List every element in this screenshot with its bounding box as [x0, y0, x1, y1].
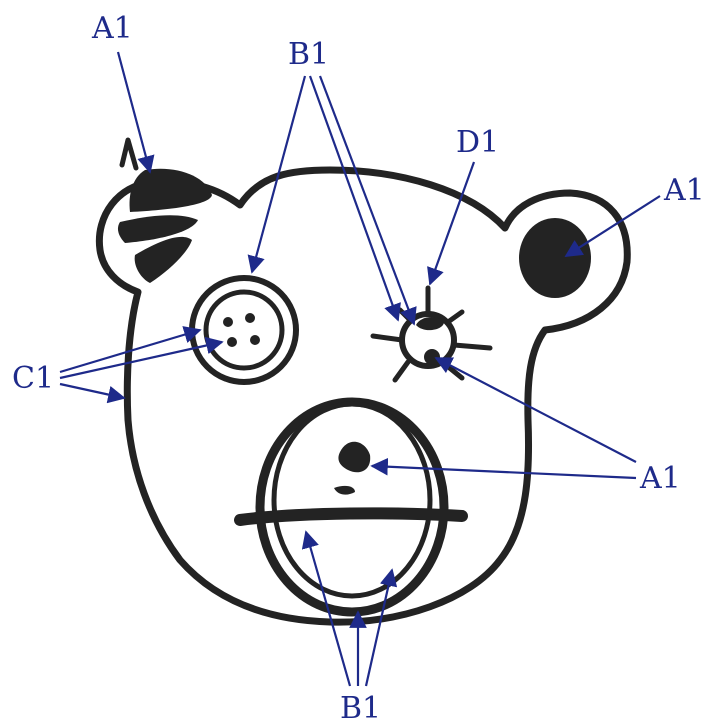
- eye-right-pupil: [424, 349, 440, 365]
- nose-dot: [334, 486, 355, 495]
- arrow-d1: [430, 162, 474, 284]
- arrow-c1-outline: [60, 384, 124, 398]
- label-ear-right: A1: [663, 173, 705, 208]
- snout-outer: [260, 402, 444, 612]
- label-c-left: C1: [12, 361, 54, 396]
- ear-left-spike: [122, 140, 136, 168]
- eye-left-hole-4: [250, 335, 260, 345]
- label-d-top: D1: [456, 125, 499, 160]
- nose: [338, 442, 370, 473]
- ear-right-dot: [519, 218, 591, 298]
- label-b-top: B1: [288, 37, 329, 72]
- eye-left-inner: [206, 292, 282, 368]
- arrow-a1-right-pupil: [436, 358, 636, 462]
- arrow-b1-right-eye-2: [320, 76, 414, 324]
- snout-inner: [274, 404, 430, 596]
- mouth-bar: [240, 513, 462, 520]
- eye-left-hole-1: [223, 317, 233, 327]
- eye-left-hole-2: [245, 313, 255, 323]
- ear-left-stripe-2: [135, 237, 192, 283]
- eye-right-pupil-top: [416, 317, 444, 330]
- arrow-a1-right-ear: [566, 196, 660, 256]
- label-b-bottom: B1: [340, 691, 381, 726]
- label-a-right-bottom: A1: [639, 461, 681, 496]
- eye-left-hole-3: [227, 337, 237, 347]
- arrow-a1-nose: [372, 466, 636, 478]
- label-ear-left: A1: [91, 11, 133, 46]
- arrow-b1-right-eye-1: [310, 76, 398, 320]
- ear-left-patch: [130, 169, 212, 212]
